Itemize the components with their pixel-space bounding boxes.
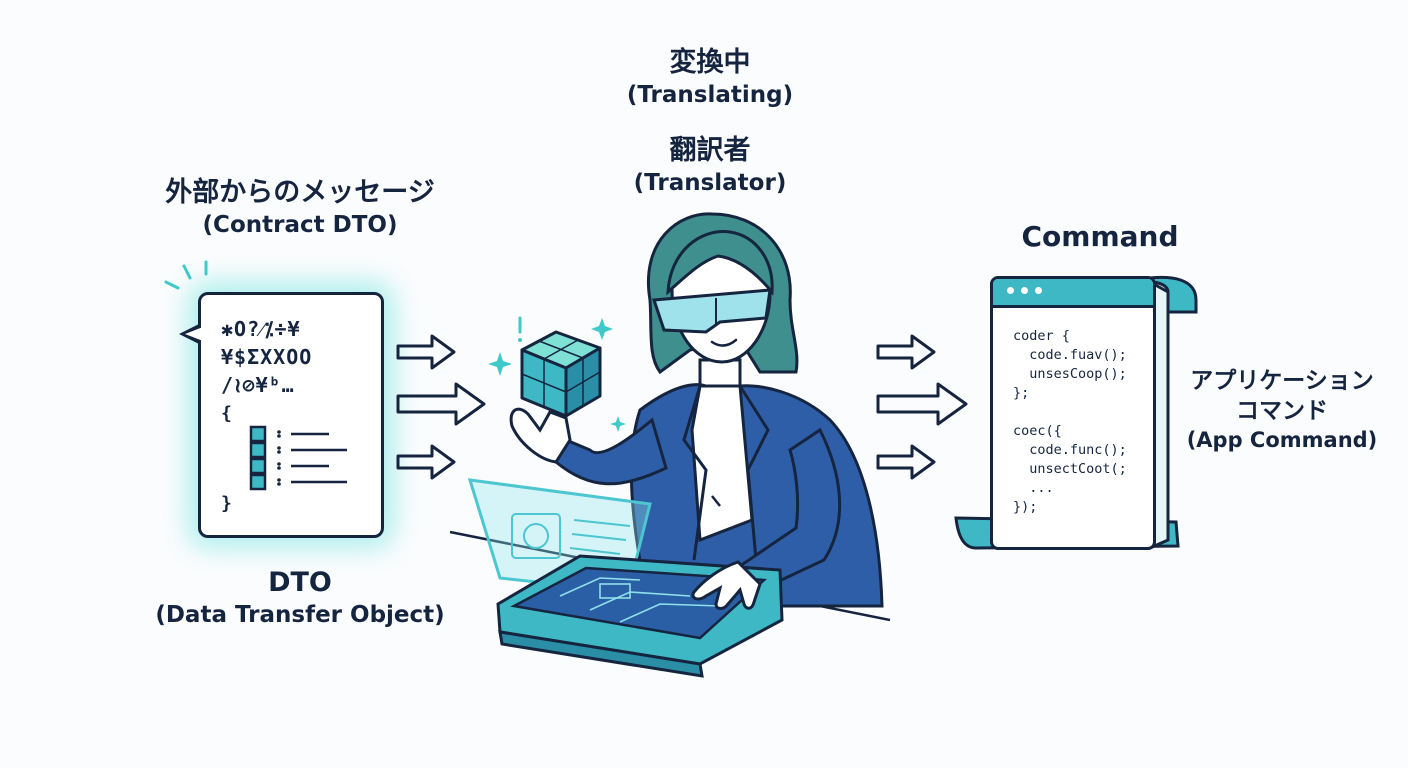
data-cube-icon <box>520 330 602 418</box>
dto-label-en: (Data Transfer Object) <box>155 602 445 628</box>
translating-label-jp: 変換中 <box>669 47 751 78</box>
app-command-label: アプリケーション コマンド (App Command) <box>1162 366 1402 454</box>
window-dot-icon <box>1021 287 1028 294</box>
hair <box>647 212 799 375</box>
translating-label-en: (Translating) <box>626 82 794 108</box>
command-title-text: Command <box>1021 220 1179 253</box>
window-dot-icon <box>1007 287 1014 294</box>
arrow-right-icon <box>396 444 456 480</box>
bubble-sparkle-icon <box>164 260 208 290</box>
tablet-device <box>496 554 784 678</box>
translator-label-en: (Translator) <box>633 170 787 196</box>
dto-open-brace: { <box>221 403 232 424</box>
window-dot-icon <box>1035 287 1042 294</box>
app-command-label-jp2: コマンド <box>1236 398 1328 424</box>
input-arrows <box>396 334 486 480</box>
command-document: coder { code.fuav(); unsesCoop(); }; coe… <box>990 276 1156 550</box>
sparkle-icon <box>488 318 626 432</box>
hand <box>509 407 572 464</box>
dto-symbol-row: ¥$ΣXXOO <box>221 345 313 369</box>
command-code: coder { code.fuav(); unsesCoop(); }; coe… <box>1013 328 1127 515</box>
dto-label-main: DTO <box>268 567 332 598</box>
app-command-label-jp1: アプリケーション <box>1190 368 1374 394</box>
face <box>670 234 772 364</box>
contract-dto-label: 外部からのメッセージ (Contract DTO) <box>130 176 470 240</box>
visor-glasses <box>651 288 772 334</box>
hologram-screen <box>467 478 652 594</box>
command-title: Command <box>960 222 1240 252</box>
output-arrows <box>876 334 968 480</box>
arrow-right-icon <box>396 334 456 370</box>
contract-dto-label-jp: 外部からのメッセージ <box>165 177 435 208</box>
dto-symbol-row: ✱O?⁄⁒÷¥ <box>221 317 301 341</box>
typing-hand <box>691 560 762 610</box>
scroll-tab <box>1148 275 1198 314</box>
dto-field-list <box>249 425 347 491</box>
dto-close-brace: } <box>221 493 232 514</box>
dto-message-bubble: ✱O?⁄⁒÷¥ ¥$ΣXXOO /≀⊘¥ᵇ… { } <box>179 292 384 538</box>
app-command-label-en: (App Command) <box>1186 428 1378 452</box>
translating-label: 変換中 (Translating) <box>570 46 850 110</box>
arrow-right-icon <box>396 382 486 426</box>
translator-label: 翻訳者 (Translator) <box>570 134 850 198</box>
arrow-right-icon <box>876 334 936 370</box>
jacket <box>629 383 884 608</box>
translator-label-jp: 翻訳者 <box>669 135 751 166</box>
arrow-right-icon <box>876 444 936 480</box>
dto-label: DTO (Data Transfer Object) <box>140 566 460 630</box>
window-title-bar <box>993 279 1153 308</box>
contract-dto-label-en: (Contract DTO) <box>202 212 398 238</box>
arrow-right-icon <box>876 382 968 426</box>
dto-symbol-row: /≀⊘¥ᵇ… <box>221 373 295 397</box>
